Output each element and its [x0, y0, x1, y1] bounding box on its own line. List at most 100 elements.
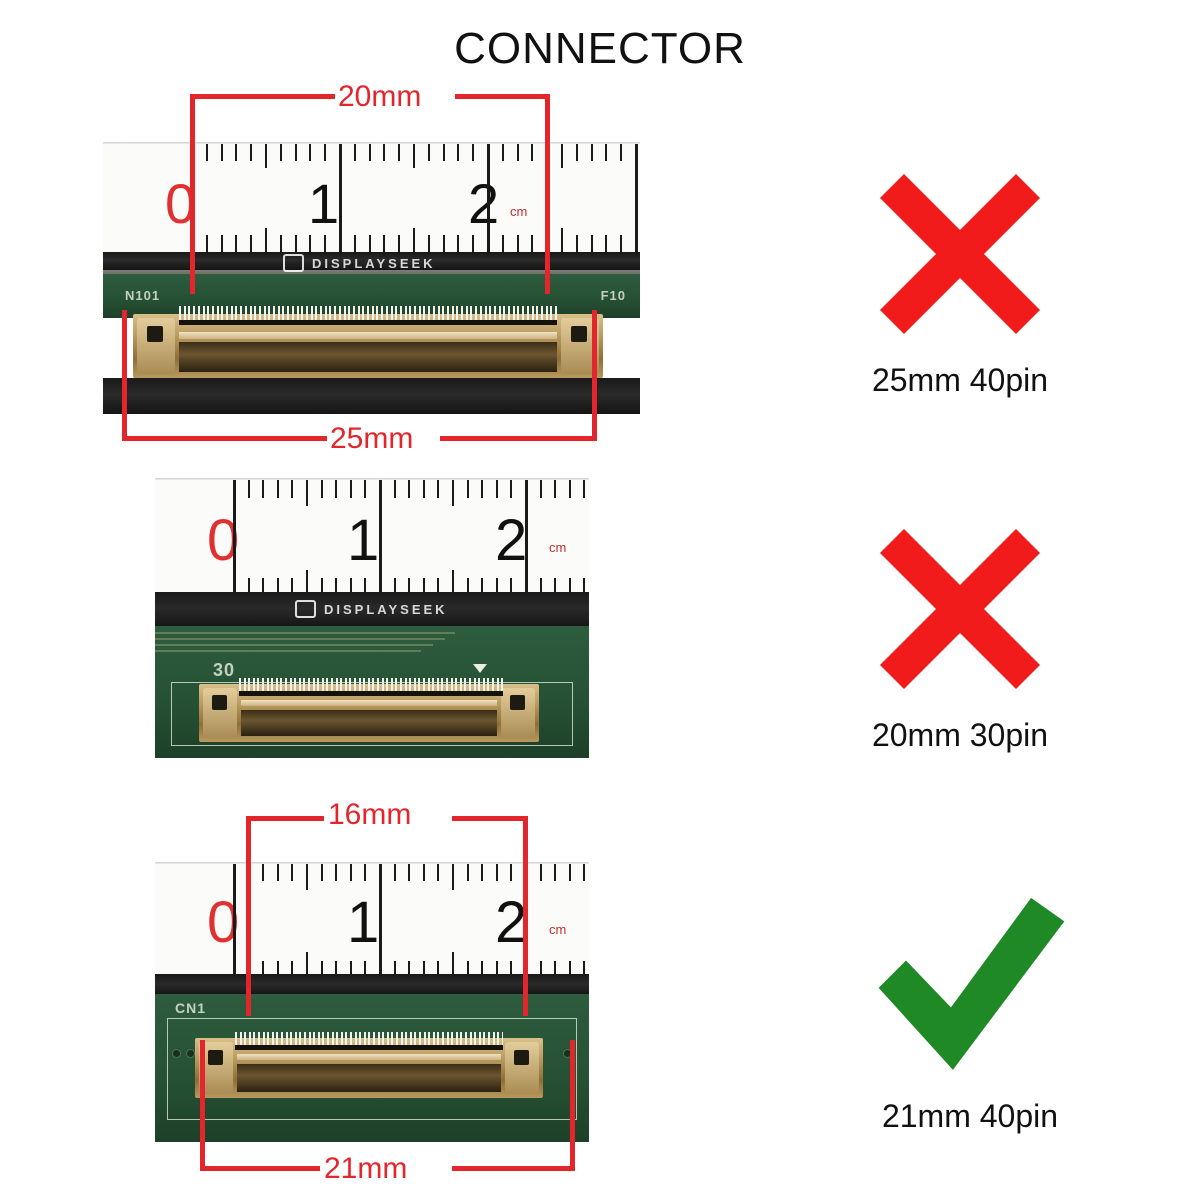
connector-pin — [303, 678, 306, 693]
ruler-tick-minor — [250, 235, 253, 252]
ruler-tick-minor — [306, 480, 308, 506]
connector-pin — [243, 678, 246, 693]
watermark-2: DISPLAYSEEK — [295, 600, 448, 618]
connector-ear-hole-left-3 — [208, 1050, 223, 1065]
ruler-cm-line — [233, 864, 236, 978]
ruler-tick-minor — [575, 144, 578, 161]
measure-leader-right-21mm — [570, 1040, 575, 1170]
ruler-tick-minor — [516, 144, 519, 161]
connector-pin — [390, 678, 393, 693]
ruler-tick-minor — [247, 578, 250, 596]
ruler-tick-minor — [276, 480, 279, 498]
watermark-1: DISPLAYSEEK — [283, 254, 436, 272]
connector-pin — [362, 306, 365, 322]
connector-pin — [340, 1032, 343, 1047]
connector-pin — [308, 1032, 311, 1047]
ruler-tick-minor — [353, 235, 356, 252]
connector-pin — [385, 306, 388, 322]
ruler-1: 0 1 2 cm — [103, 142, 640, 252]
ruler-tick-minor — [324, 235, 327, 252]
connector-pin — [340, 678, 343, 693]
connector-lip-1 — [179, 332, 557, 339]
connector-pin — [235, 1032, 237, 1047]
ruler-tick-minor — [291, 864, 294, 881]
ruler-tick-minor — [539, 480, 542, 498]
connector-pin — [437, 1032, 440, 1047]
connector-pin — [432, 306, 435, 322]
ruler-tick-minor — [466, 864, 469, 881]
connector-pin — [344, 678, 347, 693]
ruler-tick-minor — [495, 578, 498, 596]
connector-photo-panel-2: 0 1 2 cm DISPLAYSEEK 30 — [155, 478, 589, 758]
pin-shadow-1 — [179, 320, 557, 325]
measure-bar-right-21mm — [452, 1166, 575, 1171]
ruler-tick-minor — [398, 144, 401, 161]
ruler-tick-minor — [393, 864, 396, 881]
connector-pin — [418, 306, 421, 322]
ruler-tick-minor — [554, 480, 557, 498]
ruler-tick-minor — [583, 864, 586, 881]
connector-pin — [230, 306, 233, 322]
ruler-tick-minor — [349, 961, 352, 978]
verdict-label-2: 20mm 30pin — [871, 717, 1049, 753]
ruler-tick-minor — [501, 235, 504, 252]
connector-pin — [305, 306, 308, 322]
connector-pin — [285, 678, 287, 693]
ruler-tick-minor — [383, 144, 386, 161]
connector-pin — [321, 678, 324, 693]
connector-pin — [372, 678, 375, 693]
measure-leader-left-16mm — [246, 816, 251, 1016]
connector-pin — [248, 1032, 251, 1047]
ruler-tick-minor — [457, 144, 460, 161]
ruler-tick-minor — [452, 952, 454, 978]
cross-icon — [880, 529, 1040, 689]
connector-pin — [271, 1032, 274, 1047]
pin-shadow-2 — [239, 691, 503, 696]
ruler-tick-minor — [413, 228, 415, 252]
connector-pin — [336, 1032, 339, 1047]
display-icon — [283, 254, 304, 272]
connector-pin — [436, 678, 439, 693]
ruler-tick-minor — [531, 235, 534, 252]
connector-pin — [343, 306, 346, 322]
watermark-text: DISPLAYSEEK — [324, 601, 448, 617]
ruler-tick-minor — [320, 578, 323, 596]
ruler-tick-minor — [398, 235, 401, 252]
ruler-tick-minor — [309, 144, 312, 161]
connector-pin — [418, 678, 421, 693]
ruler-cm-line — [379, 864, 382, 978]
connector-pin — [331, 1032, 334, 1047]
connector-pin — [381, 678, 384, 693]
connector-pin — [461, 306, 463, 322]
ruler-tick-minor — [605, 235, 608, 252]
ruler-tick-minor — [437, 578, 440, 596]
measure-bar-right-25mm — [440, 436, 597, 441]
measure-bar-right-20mm — [455, 94, 550, 99]
ruler-tick-minor — [510, 578, 513, 596]
connector-pin — [517, 306, 520, 322]
connector-pin — [310, 306, 313, 322]
pcb-pad — [564, 1050, 571, 1057]
connector-pin — [317, 678, 320, 693]
connector-pin — [381, 306, 384, 322]
connector-pin — [327, 1032, 329, 1047]
connector-pin — [289, 678, 292, 693]
connector-pin — [409, 1032, 412, 1047]
connector-pin — [460, 1032, 463, 1047]
ruler-tick-minor — [531, 144, 534, 161]
connector-pin — [404, 678, 407, 693]
connector-pin — [235, 306, 238, 322]
ruler-tick-minor — [205, 144, 208, 161]
connector-pin — [312, 678, 315, 693]
connector-pin — [414, 1032, 417, 1047]
ruler-tick-minor — [554, 578, 557, 596]
connector-pin — [400, 678, 402, 693]
connector-pin — [545, 306, 548, 322]
ruler-tick-minor — [349, 864, 352, 881]
ruler-tick-minor — [437, 480, 440, 498]
connector-pin — [446, 1032, 449, 1047]
connector-pin — [512, 306, 515, 322]
connector-pin-row-2 — [239, 678, 503, 693]
connector-pin — [363, 678, 366, 693]
ruler-tick-minor — [294, 144, 297, 161]
